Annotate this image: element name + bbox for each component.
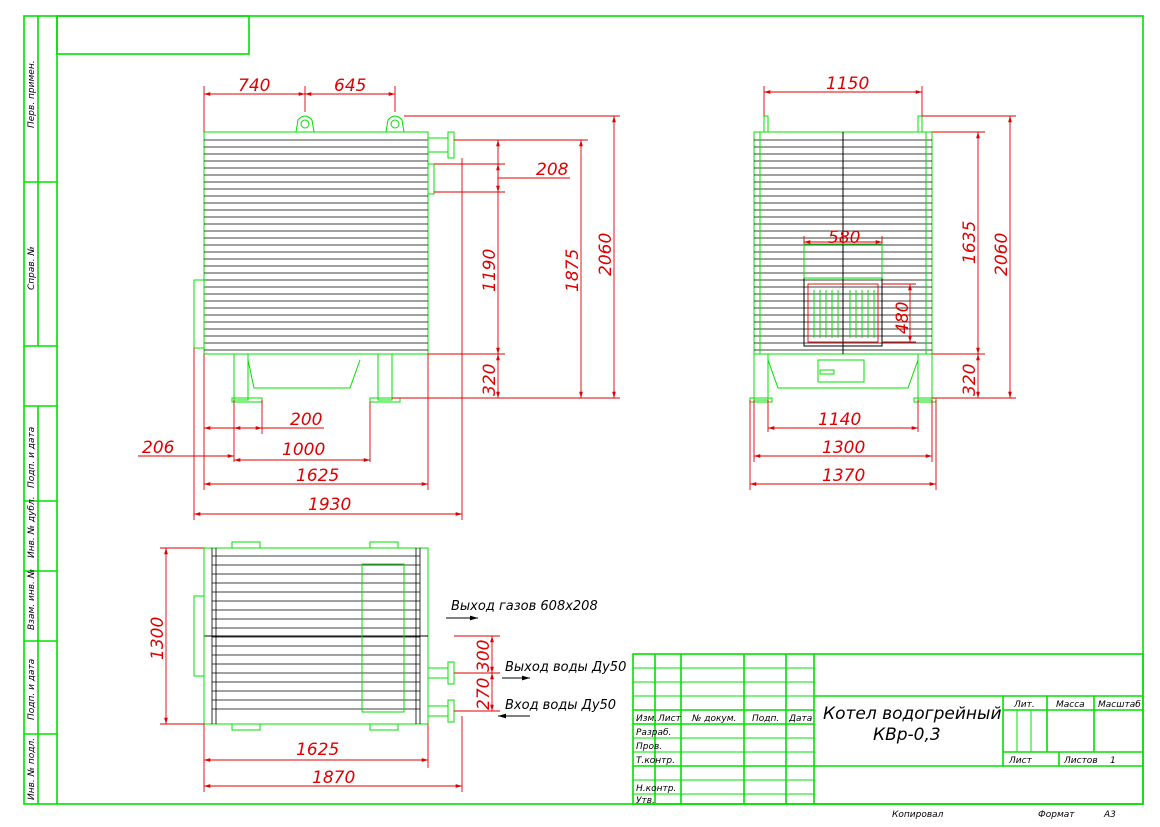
col-izm: Изм. — [636, 714, 657, 724]
label-gas-outlet: Выход газов 608х208 — [451, 599, 598, 614]
side-perv-primen: Перв. примен. — [27, 60, 37, 128]
side-sprav-no: Справ. № — [27, 246, 37, 290]
dim-1300-side: 1300 — [822, 438, 865, 458]
side-podp-data-2: Подп. и дата — [27, 659, 37, 720]
dim-1300-top: 1300 — [148, 617, 168, 660]
dim-1635: 1635 — [960, 221, 980, 264]
title-block: Изм. Лист № докум. Подп. Дата Разраб. Пр… — [632, 653, 1144, 820]
label-water-outlet: Выход воды Ду50 — [505, 660, 626, 675]
top-dimensions: 1300 1625 1870 300 270 — [148, 547, 500, 792]
side-stamp: Перв. примен. Справ. № Подп. и дата Инв.… — [27, 60, 37, 800]
front-view: 740 645 208 1190 320 1875 2060 — [138, 76, 620, 520]
side-view: 1150 580 480 1635 320 2060 — [749, 74, 1016, 490]
dim-1150: 1150 — [826, 74, 869, 94]
row-razrab: Разраб. — [636, 728, 671, 738]
side-inv-dubl: Инв. № дубл. — [27, 496, 37, 558]
stamp-format: Формат — [1038, 810, 1075, 820]
dim-270: 270 — [474, 678, 494, 710]
dim-200: 200 — [290, 410, 322, 430]
dim-740: 740 — [238, 76, 270, 96]
col-list: Лист — [657, 714, 682, 724]
col-doc: № докум. — [691, 714, 736, 724]
lifting-lug-left — [295, 115, 315, 133]
stamp-format-value: А3 — [1103, 810, 1116, 820]
stamp-list: Лист — [1008, 756, 1033, 766]
dim-580: 580 — [828, 228, 860, 248]
dim-1625-top: 1625 — [296, 740, 339, 760]
door-grille — [813, 290, 875, 338]
dim-480: 480 — [893, 302, 913, 334]
side-podp-data-1: Подп. и дата — [27, 427, 37, 488]
dim-1140: 1140 — [818, 410, 861, 430]
col-sign: Подп. — [752, 714, 779, 724]
stamp-lit: Лит. — [1013, 700, 1035, 710]
side-body-lines — [754, 132, 932, 354]
stamp-massa: Масса — [1056, 700, 1085, 710]
side-vzam-inv: Взам. инв. № — [27, 569, 37, 630]
dim-2060-front: 2060 — [596, 233, 616, 276]
stamp-listov: Листов — [1063, 756, 1098, 766]
dim-1870: 1870 — [312, 768, 355, 788]
stamp-kopiroval: Копировал — [892, 810, 944, 820]
lifting-lug-right — [385, 115, 405, 133]
dim-206: 206 — [142, 438, 175, 458]
row-tkontr: Т.контр. — [636, 756, 675, 766]
sheet-frame — [23, 15, 1144, 805]
dim-2060-side: 2060 — [992, 233, 1012, 276]
top-view: 1300 1625 1870 300 270 Выход газов 608х2… — [148, 541, 626, 792]
dim-1930: 1930 — [308, 495, 351, 515]
dim-300: 300 — [474, 640, 494, 672]
top-body-lines — [211, 548, 421, 724]
dim-208: 208 — [536, 160, 569, 180]
front-body-lines — [204, 139, 428, 351]
dim-1190: 1190 — [480, 249, 500, 292]
dim-320-side: 320 — [960, 364, 980, 396]
row-nkontr: Н.контр. — [636, 784, 676, 794]
dim-645: 645 — [334, 76, 366, 96]
dim-1000: 1000 — [282, 440, 325, 460]
label-water-inlet: Вход воды Ду50 — [505, 698, 616, 713]
dim-320-front: 320 — [480, 364, 500, 396]
dim-1370: 1370 — [822, 466, 865, 486]
stamp-masshtab: Масштаб — [1098, 700, 1141, 710]
side-inv-podl: Инв. № подл. — [27, 738, 37, 800]
dim-1875: 1875 — [563, 249, 583, 292]
dim-1625-front: 1625 — [296, 466, 339, 486]
row-prov: Пров. — [636, 742, 662, 752]
stamp-listov-value: 1 — [1110, 756, 1116, 766]
side-dimensions: 1150 580 480 1635 320 2060 — [749, 74, 1016, 490]
row-utv: Утв. — [636, 796, 655, 806]
drawing-title-line2: КВр-0,3 — [873, 725, 941, 745]
front-dimensions: 740 645 208 1190 320 1875 2060 — [138, 76, 620, 520]
col-date: Дата — [788, 714, 812, 724]
drawing-title-line1: Котел водогрейный — [823, 704, 1002, 724]
